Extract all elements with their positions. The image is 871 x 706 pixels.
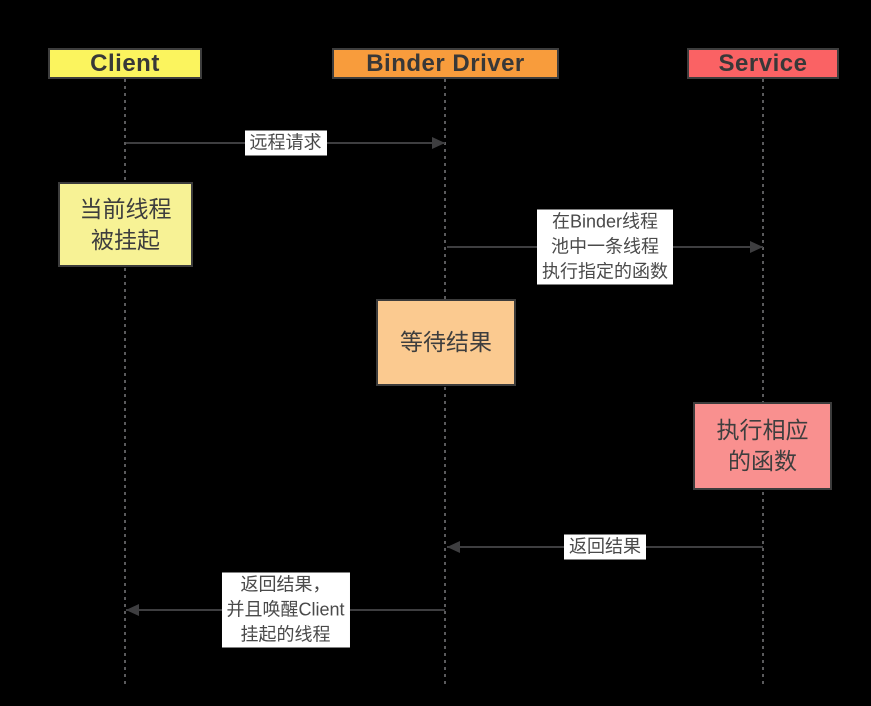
lifeline-service <box>762 79 764 688</box>
note-waiting-for-result: 等待结果 <box>376 299 516 386</box>
message-label: 返回结果 <box>564 534 646 560</box>
arrowhead-right-icon <box>432 137 445 149</box>
actor-label-service: Service <box>718 49 808 77</box>
note-label: 当前线程 被挂起 <box>79 195 172 253</box>
message-return-result: 返回结果 <box>447 534 763 560</box>
actor-label-binder-driver: Binder Driver <box>366 49 525 77</box>
message-return-and-wake-client: 返回结果， 并且唤醒Client 挂起的线程 <box>126 572 445 648</box>
message-label: 在Binder线程 池中一条线程 执行指定的函数 <box>537 209 673 285</box>
actor-label-client: Client <box>90 49 160 77</box>
arrowhead-right-icon <box>750 241 763 253</box>
message-label: 远程请求 <box>244 130 327 156</box>
message-execute-in-binder-thread: 在Binder线程 池中一条线程 执行指定的函数 <box>447 209 763 285</box>
actor-box-client: Client <box>48 48 202 79</box>
note-execute-function: 执行相应 的函数 <box>693 402 832 490</box>
message-label: 返回结果， 并且唤醒Client 挂起的线程 <box>221 572 350 648</box>
arrowhead-left-icon <box>447 541 460 553</box>
note-client-thread-suspended: 当前线程 被挂起 <box>58 182 193 267</box>
actor-box-service: Service <box>687 48 839 79</box>
note-label: 等待结果 <box>400 329 492 355</box>
lifeline-client <box>124 79 126 688</box>
arrowhead-left-icon <box>126 604 139 616</box>
message-remote-request: 远程请求 <box>126 130 445 156</box>
note-label: 执行相应 的函数 <box>716 417 809 474</box>
actor-box-binder-driver: Binder Driver <box>332 48 559 79</box>
